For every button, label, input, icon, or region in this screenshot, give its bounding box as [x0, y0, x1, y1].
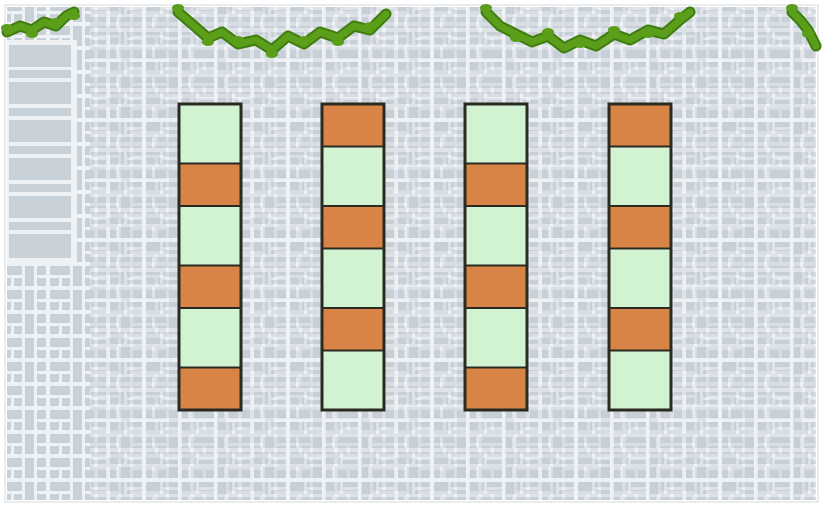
column-4-cell-3-orange[interactable]: [609, 206, 671, 249]
column-2[interactable]: [322, 104, 384, 410]
column-3-cell-3-green[interactable]: [465, 206, 527, 266]
column-3-cell-6-orange[interactable]: [465, 368, 527, 411]
column-3-cell-2-orange[interactable]: [465, 164, 527, 207]
column-4-cell-6-green[interactable]: [609, 351, 671, 411]
column-1-cell-6-orange[interactable]: [179, 368, 241, 411]
column-4[interactable]: [609, 104, 671, 410]
column-4-cell-4-green[interactable]: [609, 249, 671, 309]
column-4-cell-1-orange[interactable]: [609, 104, 671, 147]
column-3-cell-1-green[interactable]: [465, 104, 527, 164]
column-4-cell-2-green[interactable]: [609, 147, 671, 207]
column-1-cell-5-green[interactable]: [179, 308, 241, 368]
column-4-cell-5-orange[interactable]: [609, 308, 671, 351]
column-3-cell-5-green[interactable]: [465, 308, 527, 368]
column-1-cell-2-orange[interactable]: [179, 164, 241, 207]
column-2-cell-6-green[interactable]: [322, 351, 384, 411]
column-2-cell-2-green[interactable]: [322, 147, 384, 207]
column-1[interactable]: [179, 104, 241, 410]
column-3-cell-4-orange[interactable]: [465, 266, 527, 309]
column-3[interactable]: [465, 104, 527, 410]
column-1-cell-3-green[interactable]: [179, 206, 241, 266]
column-2-cell-5-orange[interactable]: [322, 308, 384, 351]
left-wall-panel: [7, 40, 77, 265]
column-1-cell-1-green[interactable]: [179, 104, 241, 164]
column-2-cell-4-green[interactable]: [322, 249, 384, 309]
column-2-cell-1-orange[interactable]: [322, 104, 384, 147]
column-1-cell-4-orange[interactable]: [179, 266, 241, 309]
column-2-cell-3-orange[interactable]: [322, 206, 384, 249]
